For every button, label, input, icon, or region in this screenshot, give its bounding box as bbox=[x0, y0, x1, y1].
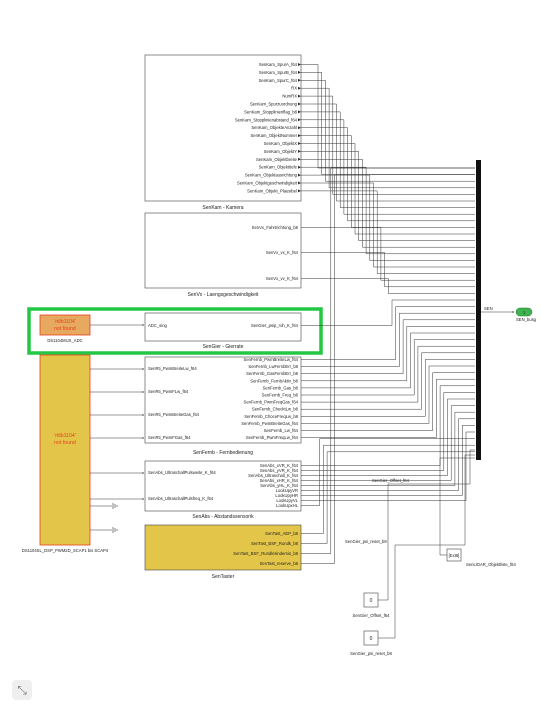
adc-line2: not found bbox=[54, 326, 76, 332]
kamera-port-9: SenKam_ObjektNummer bbox=[250, 133, 297, 138]
fernb-title: SenFernb - Fernbedienung bbox=[193, 450, 253, 456]
kamera-port-3: RX bbox=[291, 86, 297, 91]
fernb-in-port-0: SenRti_PwmBreiteLw_f64 bbox=[148, 366, 197, 371]
gier-subsystem[interactable]: ADC_sing SenGier_psip_roh_K_f64 SenGier … bbox=[144, 312, 302, 350]
vx-port-2: SenVx_vv_K_f64 bbox=[266, 276, 299, 281]
kamera-port-0: SenKam_SpurA_f64 bbox=[259, 62, 298, 67]
pwm-line2: not found bbox=[54, 440, 76, 446]
abs-in-port-0: SenAbs_UltraschallPulsweite_K_f64 bbox=[148, 470, 216, 475]
fernb-in-port-1: SenRti_PwmFLw_f64 bbox=[148, 389, 189, 394]
fernb-out-port-10: SenFernb_Lw_f64 bbox=[264, 428, 299, 433]
taster-port-2: SenTast_BSF_RundkHindernis_b8 bbox=[233, 551, 298, 556]
abs-out-port-1: SenAbs_yVR_K_f64 bbox=[260, 468, 299, 473]
fernb-out-port-6: SenFernb_PwmFreqGas_f64 bbox=[244, 400, 299, 405]
pwm-block[interactable]: 'rtilb1104' not found DS1104SL_DSP_PWM2D… bbox=[22, 354, 109, 553]
gier-title: SenGier - Gierrate bbox=[203, 344, 244, 350]
kamera-title: SenKam - Kamera bbox=[202, 205, 243, 211]
fernb-out-port-0: SenFernb_PwmBreiteLw_f64 bbox=[244, 357, 299, 362]
taster-title: SenTaster bbox=[212, 574, 235, 580]
vx-subsystem[interactable]: SenVx_Fahrtrichtung_b8 SenVx_vx_K_f64 Se… bbox=[144, 212, 302, 298]
gier-in-port: ADC_sing bbox=[148, 323, 168, 328]
kamera-port-4: NumRX bbox=[282, 94, 297, 99]
adc-label: DS1104MUX_ADC bbox=[47, 338, 82, 343]
fernb-in-port-2: SenRti_PwmBreiteGas_f64 bbox=[148, 412, 200, 417]
fernb-out-port-4: SenFernb_Gas_b8 bbox=[263, 385, 299, 390]
kamera-port-1: SenKam_SpurB_f64 bbox=[259, 70, 298, 75]
kamera-port-6: SenKam_Stopplinienflag_b8 bbox=[244, 109, 298, 114]
fernb-out-port-11: SenFernb_PwmFreqLw_f64 bbox=[246, 435, 299, 440]
abs-out-port-7: LookUpyVL bbox=[276, 498, 298, 503]
kamera-port-7: SenKam_Stopplinienabstand_f64 bbox=[235, 117, 298, 122]
bus-outport[interactable]: 1 SEN_busg bbox=[515, 307, 537, 322]
gier-offset-label: SenGier_Offset_f64 bbox=[372, 478, 410, 483]
abs-out-port-3: SenAbs_xHR_K_f64 bbox=[260, 478, 299, 483]
terminator-1 bbox=[90, 503, 118, 509]
kamera-port-14: SenKam_Objektausrichtung bbox=[245, 173, 298, 178]
constant-gier-offset-label: SenGier_Offset_f64 bbox=[353, 613, 391, 618]
taster-port-0: SenTast_AEP_b8 bbox=[265, 531, 298, 536]
taster-subsystem[interactable]: SenTast_AEP_b8SenTast_BSF_Rundk_b8SenTas… bbox=[144, 524, 302, 580]
kamera-port-5: SenKam_Spurzuordnung bbox=[250, 102, 298, 107]
taster-port-3: SenTast_reserve_b8 bbox=[260, 561, 299, 566]
psi-reset-label: SenGier_psi_reset_b8 bbox=[345, 539, 387, 544]
lidar-tag: [Ext8] bbox=[449, 553, 460, 558]
vx-port-1: SenVx_vx_K_f64 bbox=[266, 250, 299, 255]
fernb-in-port-3: SenRti_PwmFGas_f64 bbox=[148, 435, 191, 440]
kamera-subsystem[interactable]: SenKam_SpurA_f64SenKam_SpurB_f64SenKam_S… bbox=[144, 54, 302, 211]
gier-out-port: SenGier_psip_roh_K_f64 bbox=[251, 323, 299, 328]
kamera-port-2: SenKam_SpurC_f64 bbox=[259, 78, 298, 83]
fernb-out-port-9: SenFernb_PwmBreiteGas_f64 bbox=[241, 421, 298, 426]
taster-port-1: SenTast_BSF_Rundk_b8 bbox=[251, 541, 299, 546]
lidar-from-block[interactable]: [Ext8] SenLIDAR_Objektliste_f64 bbox=[446, 548, 516, 567]
svg-text:1: 1 bbox=[523, 310, 526, 315]
abs-out-port-8: LookUpxHL bbox=[276, 503, 299, 508]
kamera-port-11: SenKam_ObjektY bbox=[264, 149, 297, 154]
kamera-port-8: SenKam_ObjekteAnzahl bbox=[251, 125, 297, 130]
kamera-port-12: SenKam_Objektbreite bbox=[256, 157, 298, 162]
fernb-subsystem[interactable]: SenRti_PwmBreiteLw_f64SenRti_PwmFLw_f64S… bbox=[144, 356, 302, 456]
abs-in-port-1: SenAbs_UltraschallPulsfreq_K_f64 bbox=[148, 496, 214, 501]
kamera-port-15: SenKam_Objektgeschwindigkeit bbox=[237, 181, 298, 186]
bus-out-label: SEN bbox=[484, 306, 493, 311]
fernb-out-port-1: SenFernb_LwFernbErr_b8 bbox=[248, 364, 298, 369]
constant-psi-reset[interactable]: 0 SenGier_psi_reset_b8 bbox=[350, 630, 393, 656]
terminator-2 bbox=[90, 527, 118, 533]
abs-out-port-6: LookUpyHR bbox=[275, 493, 298, 498]
adc-block[interactable]: 'rtilb1104' not found DS1104MUX_ADC bbox=[39, 314, 91, 343]
fernb-out-port-2: SenFernb_GasFernbErr_b8 bbox=[246, 371, 299, 376]
vx-title: SenVx - Laengsgeschwindigkeit bbox=[188, 292, 259, 298]
svg-text:0: 0 bbox=[370, 636, 373, 642]
svg-text:0: 0 bbox=[370, 598, 373, 604]
abs-out-port-2: SenAbs_Ultraschall_K_f64 bbox=[248, 473, 298, 478]
link-icon[interactable]: ⤡ bbox=[12, 680, 32, 700]
constant-gier-offset[interactable]: 0 SenGier_Offset_f64 bbox=[353, 592, 391, 618]
kamera-port-16: SenKam_Objekt_Plausibel bbox=[247, 188, 297, 193]
kamera-port-10: SenKam_ObjektX bbox=[264, 141, 297, 146]
abs-out-port-4: SenAbs_yHL_K_f64 bbox=[260, 483, 298, 488]
abs-out-port-5: LookUpyVR bbox=[276, 488, 298, 493]
abs-subsystem[interactable]: SenAbs_UltraschallPulsweite_K_f64 SenAbs… bbox=[144, 460, 302, 520]
kamera-port-13: SenKam_Objekttiefe bbox=[259, 165, 298, 170]
vx-port-0: SenVx_Fahrtrichtung_b8 bbox=[252, 225, 299, 230]
bus-out-name: SEN_busg bbox=[516, 317, 537, 322]
fernb-out-port-8: SenFernb_ChoceFreqLw_b8 bbox=[244, 414, 298, 419]
adc-line1: 'rtilb1104' bbox=[54, 319, 76, 325]
fernb-out-port-7: SenFernb_ChecktLw_b8 bbox=[252, 407, 299, 412]
bus-creator[interactable] bbox=[476, 160, 481, 460]
abs-out-port-0: SenAbs_xVR_K_f64 bbox=[260, 463, 299, 468]
highlight-frame bbox=[27, 307, 323, 355]
abs-title: SenAbs - Abstandssensorik bbox=[192, 514, 254, 520]
constant-psi-reset-label: SenGier_psi_reset_b8 bbox=[350, 651, 392, 656]
fernb-out-port-3: SenFernb_FernbAktiv_b8 bbox=[250, 378, 298, 383]
lidar-label: SenLIDAR_Objektliste_f64 bbox=[466, 562, 516, 567]
pwm-label: DS1104SL_DSP_PWM2D_SCAP1 bis SCAP4 bbox=[22, 548, 109, 553]
fernb-out-port-5: SenFernb_Freq_b8 bbox=[262, 393, 299, 398]
pwm-line1: 'rtilb1104' bbox=[54, 433, 76, 439]
